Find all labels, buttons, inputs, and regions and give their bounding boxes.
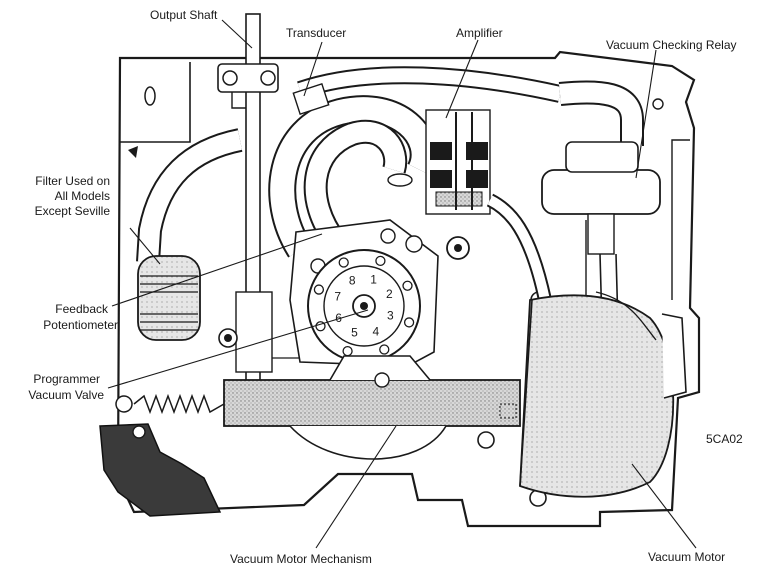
label-filter-line2: All Models [54,189,110,203]
label-feedback-line1: Feedback [55,302,108,316]
dial-port [338,257,349,268]
dial-number: 3 [387,309,394,323]
vacuum-motor-mechanism [223,355,521,460]
programmer-vacuum-valve [307,249,421,363]
dial-port [403,317,415,328]
figure-code: 5CA02 [706,432,743,446]
label-vacuum-motor: Vacuum Motor [648,550,726,564]
label-transducer: Transducer [286,26,347,40]
amplifier-terminal-block [425,109,491,215]
filter [137,255,201,341]
leader-lines [107,19,697,549]
dial-ports [313,255,415,357]
label-vacuum-checking-relay: Vacuum Checking Relay [606,38,737,52]
dial-number: 8 [349,274,356,288]
dial-number: 5 [351,325,358,339]
label-programmer-line2: Vacuum Valve [28,388,104,402]
transducer-hoses [268,66,562,258]
label-feedback-line2: Potentiometer [43,318,118,332]
label-amplifier: Amplifier [456,26,503,40]
label-vacuum-motor-mechanism: Vacuum Motor Mechanism [230,552,372,566]
dial-number: 7 [334,289,341,303]
return-spring [133,393,225,415]
dial-port [342,345,353,357]
dial-port [379,344,390,355]
dial-port [402,280,413,291]
dial-port [375,255,386,267]
label-filter-line1: Filter Used on [35,174,110,188]
dial-number: 1 [370,273,377,287]
label-filter-line3: Except Seville [34,204,110,218]
label-output-shaft: Output Shaft [150,8,218,22]
vacuum-checking-relay [541,169,661,215]
vacuum-motor [519,294,675,498]
dial-port [313,284,325,295]
dial-number: 2 [386,287,393,301]
label-programmer-line1: Programmer [33,372,100,386]
broken-corner-shading [99,423,222,517]
dial-number: 4 [372,324,379,338]
dial-number: 6 [335,311,342,325]
